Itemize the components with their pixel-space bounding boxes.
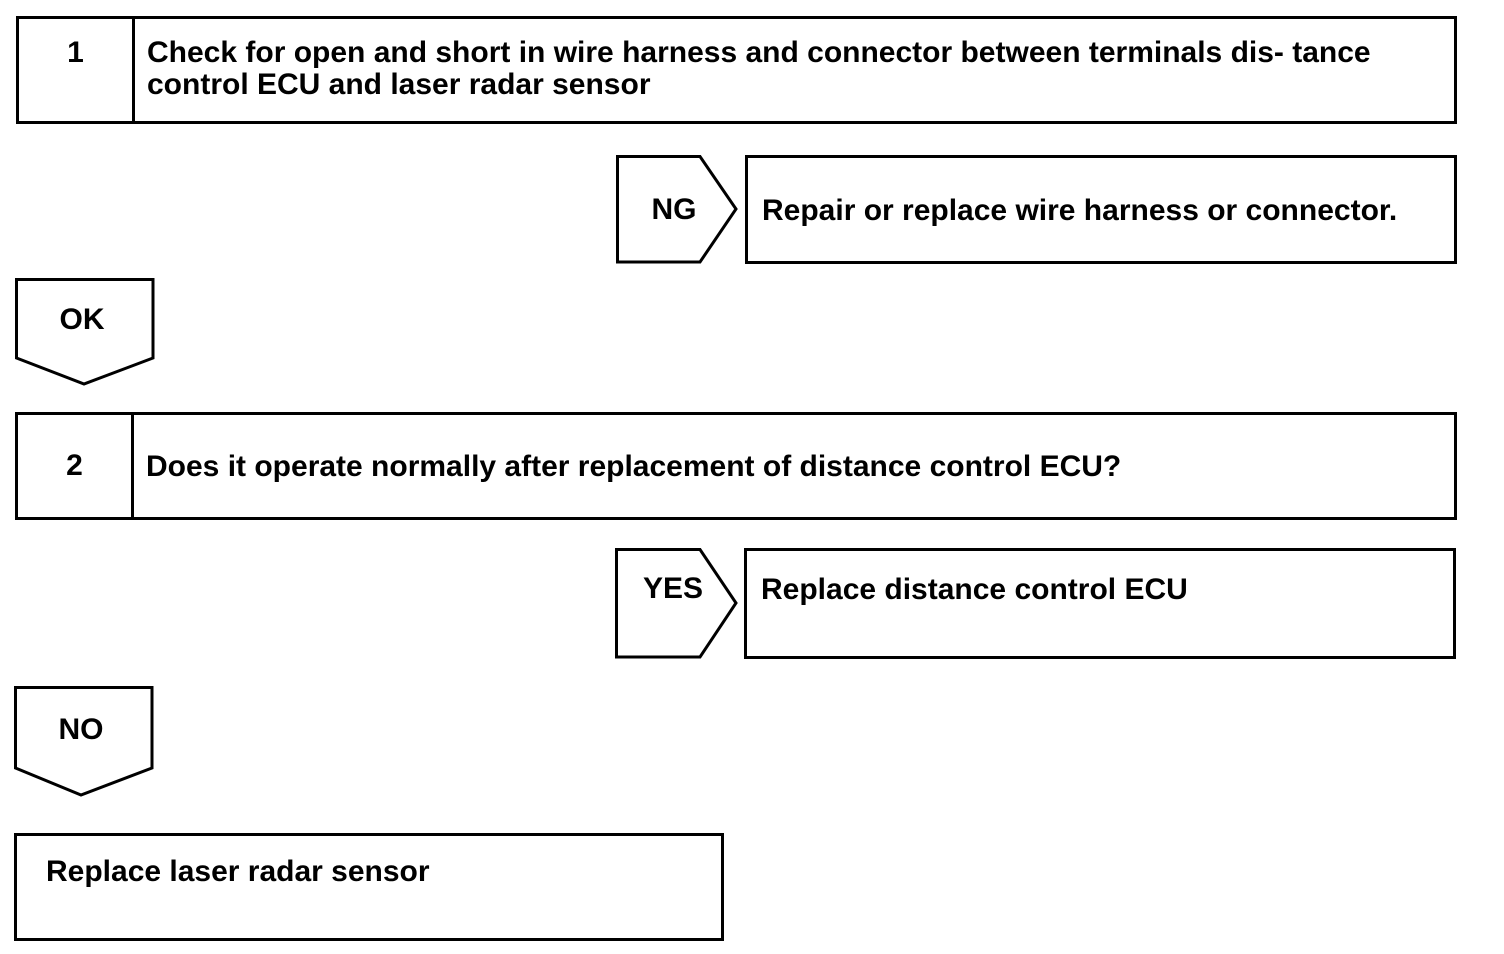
step-1-text: Check for open and short in wire harness…: [147, 36, 1371, 101]
ok-down-tag: [15, 278, 155, 386]
ng-result-text: Repair or replace wire harness or connec…: [762, 194, 1398, 227]
step-1-number: 1: [19, 19, 135, 121]
no-down-tag: [14, 686, 154, 797]
yes-label: YES: [642, 572, 704, 605]
step-1-box: 1 Check for open and short in wire harne…: [16, 16, 1457, 124]
ok-label: OK: [59, 303, 105, 336]
step-2-box: 2 Does it operate normally after replace…: [15, 412, 1457, 520]
final-action-text: Replace laser radar sensor: [46, 855, 430, 888]
no-label: NO: [58, 713, 104, 746]
ng-result-box: Repair or replace wire harness or connec…: [745, 155, 1457, 264]
yes-result-text: Replace distance control ECU: [761, 573, 1188, 606]
yes-arrow-tag: [615, 548, 738, 659]
step-2-text: Does it operate normally after replaceme…: [146, 450, 1122, 483]
step-2-number: 2: [18, 415, 134, 517]
final-action-box: Replace laser radar sensor: [14, 833, 724, 941]
ng-arrow-tag: [616, 155, 738, 264]
ng-label: NG: [651, 193, 697, 226]
yes-result-box: Replace distance control ECU: [744, 548, 1456, 659]
